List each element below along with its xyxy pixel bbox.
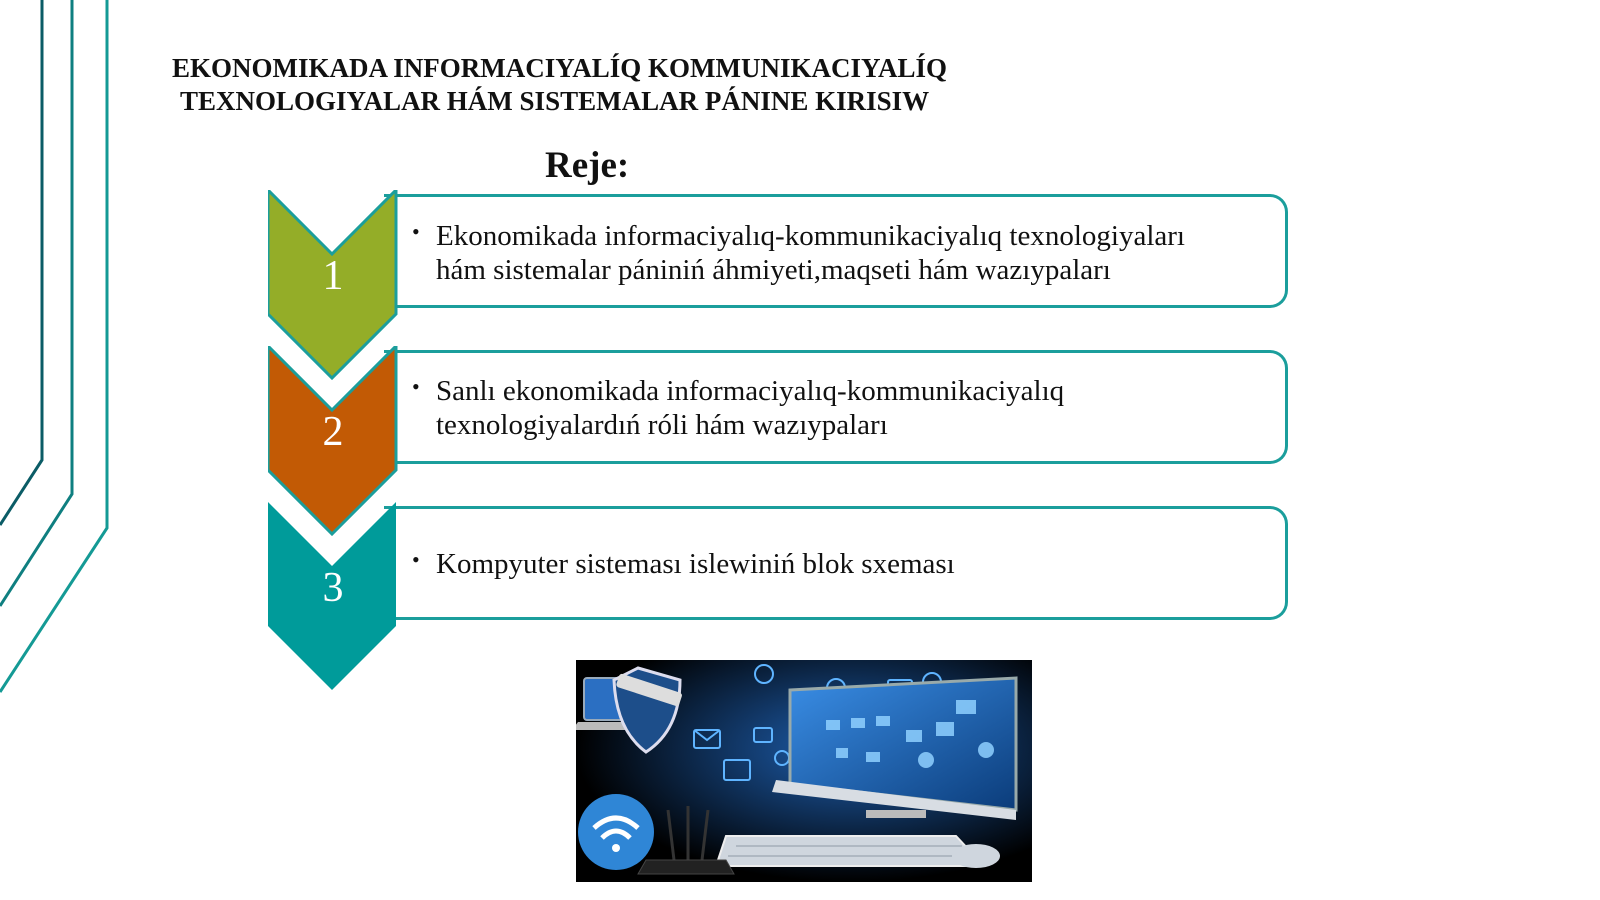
chevron-number-1: 1 bbox=[322, 253, 344, 299]
ict-illustration-svg bbox=[576, 660, 1032, 882]
ict-illustration bbox=[576, 660, 1032, 882]
title-line-1: EKONOMIKADA INFORMACIYALÍQ KOMMUNIKACIYA… bbox=[172, 53, 948, 83]
cursor-window-icon bbox=[723, 759, 751, 781]
chevron-2: 2 bbox=[268, 346, 398, 536]
item-box-3 bbox=[384, 506, 1288, 620]
list-item-2: • Sanlı ekonomikada informaciyalıq-kommu… bbox=[412, 374, 1064, 442]
list-item-3-line-1: Kompyuter sisteması islewiniń blok sxema… bbox=[436, 548, 955, 580]
speaker-icon bbox=[754, 664, 774, 684]
mouse-icon bbox=[952, 844, 1000, 868]
decorative-lines bbox=[0, 0, 109, 693]
plan-heading: Reje: bbox=[545, 145, 630, 186]
list-item-1-line-1: Ekonomikada informaciyalıq-kommunikaciya… bbox=[436, 220, 1185, 252]
list-item-3: • Kompyuter sisteması islewiniń blok sxe… bbox=[412, 547, 955, 581]
bullet-icon: • bbox=[412, 374, 420, 399]
keyboard-icon bbox=[714, 835, 987, 867]
list-item-2-line-1: Sanlı ekonomikada informaciyalıq-kommuni… bbox=[436, 375, 1065, 407]
list-item-2-line-2: texnologiyalardıń róli hám wazıypaları bbox=[436, 409, 888, 441]
item-box-2 bbox=[384, 350, 1288, 464]
email-icon bbox=[693, 729, 721, 749]
security-shield-icon bbox=[612, 666, 682, 754]
list-item-1-line-2: hám sistemalar pániniń áhmiyeti,maqseti … bbox=[436, 254, 1111, 286]
router-icon bbox=[637, 806, 735, 875]
chevron-3: 3 bbox=[268, 502, 398, 692]
chevron-shape-3 bbox=[268, 502, 396, 690]
chevron-shape-2 bbox=[268, 346, 398, 536]
list-item-1: • Ekonomikada informaciyalıq-kommunikaci… bbox=[412, 219, 1185, 287]
bullet-icon: • bbox=[412, 547, 420, 572]
chevron-number-3: 3 bbox=[322, 565, 344, 611]
chevron-1: 1 bbox=[268, 190, 398, 380]
item-box-1 bbox=[384, 194, 1288, 308]
computer-monitor-icon bbox=[772, 676, 1018, 820]
bullet-icon: • bbox=[412, 219, 420, 244]
title-line-2: TEXNOLOGIYALAR HÁM SISTEMALAR PÁNINE KIR… bbox=[180, 86, 930, 116]
chevron-number-2: 2 bbox=[322, 409, 344, 455]
slide-title: EKONOMIKADA INFORMACIYALÍQ KOMMUNIKACIYA… bbox=[172, 52, 947, 118]
wifi-icon bbox=[578, 794, 654, 870]
chevron-shape-1 bbox=[268, 190, 398, 380]
